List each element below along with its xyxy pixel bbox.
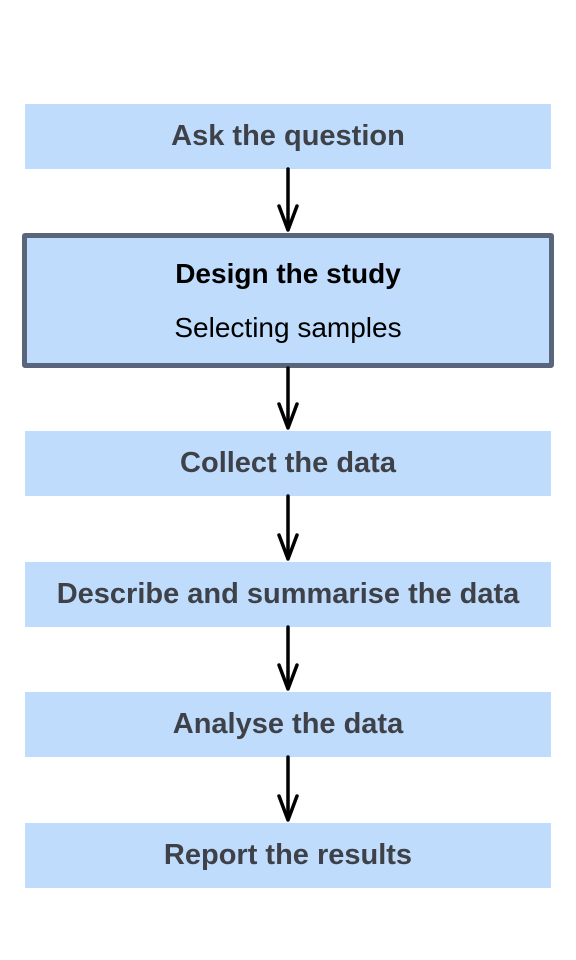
arrow-1	[277, 167, 299, 232]
step-label: Report the results	[163, 839, 413, 871]
step-label: Design the study	[175, 257, 401, 289]
step-report-results: Report the results	[25, 823, 551, 888]
step-label: Collect the data	[180, 447, 396, 479]
step-label: Describe and summarise the data	[56, 578, 520, 610]
arrow-3	[277, 494, 299, 561]
step-ask-question: Ask the question	[25, 104, 551, 169]
arrow-2	[277, 366, 299, 430]
step-describe-summarise: Describe and summarise the data	[25, 562, 551, 627]
step-label: Analyse the data	[172, 708, 404, 740]
step-label: Ask the question	[171, 120, 405, 152]
step-analyse-data: Analyse the data	[25, 692, 551, 757]
step-collect-data: Collect the data	[25, 431, 551, 496]
step-design-study: Design the study Selecting samples	[22, 233, 554, 368]
arrow-4	[277, 625, 299, 691]
step-sublabel: Selecting samples	[174, 311, 402, 343]
arrow-5	[277, 755, 299, 822]
